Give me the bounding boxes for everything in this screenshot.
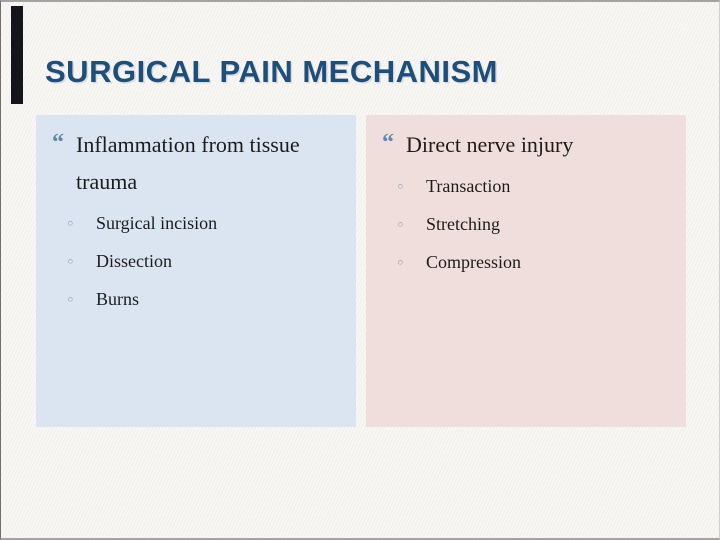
list-item: ◦ Surgical incision [66,211,344,236]
list-item-label: Compression [426,252,522,272]
list-item-label: Burns [96,289,140,309]
quote-bullet-icon: “ [382,130,394,156]
circle-bullet-icon: ◦ [396,216,405,234]
circle-bullet-icon: ◦ [396,254,405,272]
list-item: ◦ Dissection [66,249,344,274]
content-columns: “ Inflammation from tissue trauma ◦ Surg… [36,115,686,427]
circle-bullet-icon: ◦ [66,253,75,271]
left-box-heading: Inflammation from tissue trauma [76,132,300,194]
heading-row: “ Inflammation from tissue trauma [52,126,344,200]
list-item-label: Transaction [426,176,511,196]
left-box-list: ◦ Surgical incision ◦ Dissection ◦ Burns [66,211,344,312]
left-content-box: “ Inflammation from tissue trauma ◦ Surg… [36,115,356,427]
right-content-box: “ Direct nerve injury ◦ Transaction ◦ St… [366,115,686,427]
right-box-list: ◦ Transaction ◦ Stretching ◦ Compression [396,174,674,275]
list-item-label: Surgical incision [96,213,218,233]
circle-bullet-icon: ◦ [66,291,75,309]
list-item: ◦ Stretching [396,212,674,237]
heading-row: “ Direct nerve injury [382,126,674,163]
list-item-label: Dissection [96,251,172,271]
circle-bullet-icon: ◦ [66,215,75,233]
list-item: ◦ Burns [66,287,344,312]
list-item: ◦ Transaction [396,174,674,199]
left-notch-bar [11,6,23,104]
list-item: ◦ Compression [396,250,674,275]
circle-bullet-icon: ◦ [396,178,405,196]
slide-title: SURGICAL PAIN MECHANISM [45,54,498,89]
quote-bullet-icon: “ [52,130,64,156]
right-box-heading: Direct nerve injury [406,132,574,157]
list-item-label: Stretching [426,214,500,234]
